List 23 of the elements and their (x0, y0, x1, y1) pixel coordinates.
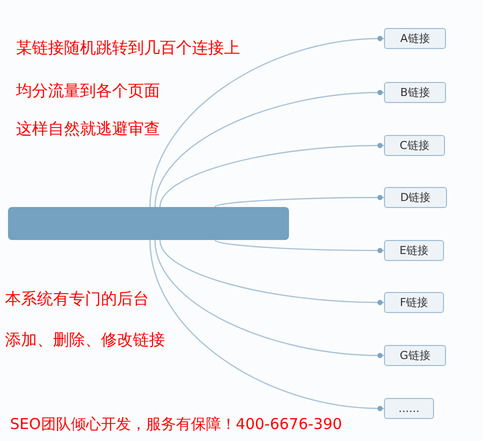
connector-curve (154, 90, 384, 208)
connector-curve (154, 240, 384, 358)
branch-node: F链接 (384, 292, 444, 313)
branch-node: G链接 (384, 345, 446, 366)
branch-node: C链接 (384, 135, 445, 156)
branch-node: ...... (384, 398, 434, 419)
note-text: 某链接随机跳转到几百个连接上 (16, 38, 240, 58)
branch-node: D链接 (384, 187, 447, 208)
connector-curve (149, 240, 384, 412)
branch-node: E链接 (384, 240, 444, 261)
connector-curve (159, 240, 384, 306)
note-text: 本系统有专门的后台 (5, 289, 149, 309)
connector-curve (214, 240, 384, 254)
connector-curve (214, 194, 384, 208)
note-text: 均分流量到各个页面 (16, 81, 160, 101)
footer-text: SEO团队倾心开发，服务有保障！400-6676-390 (10, 415, 342, 434)
topic-bar (8, 207, 289, 240)
connector-curve (159, 142, 384, 208)
note-text: 添加、删除、修改链接 (5, 330, 165, 350)
branch-node: B链接 (384, 82, 446, 103)
branch-node: A链接 (384, 28, 446, 49)
connector-curve (149, 36, 384, 208)
note-text: 这样自然就逃避审查 (16, 119, 160, 139)
